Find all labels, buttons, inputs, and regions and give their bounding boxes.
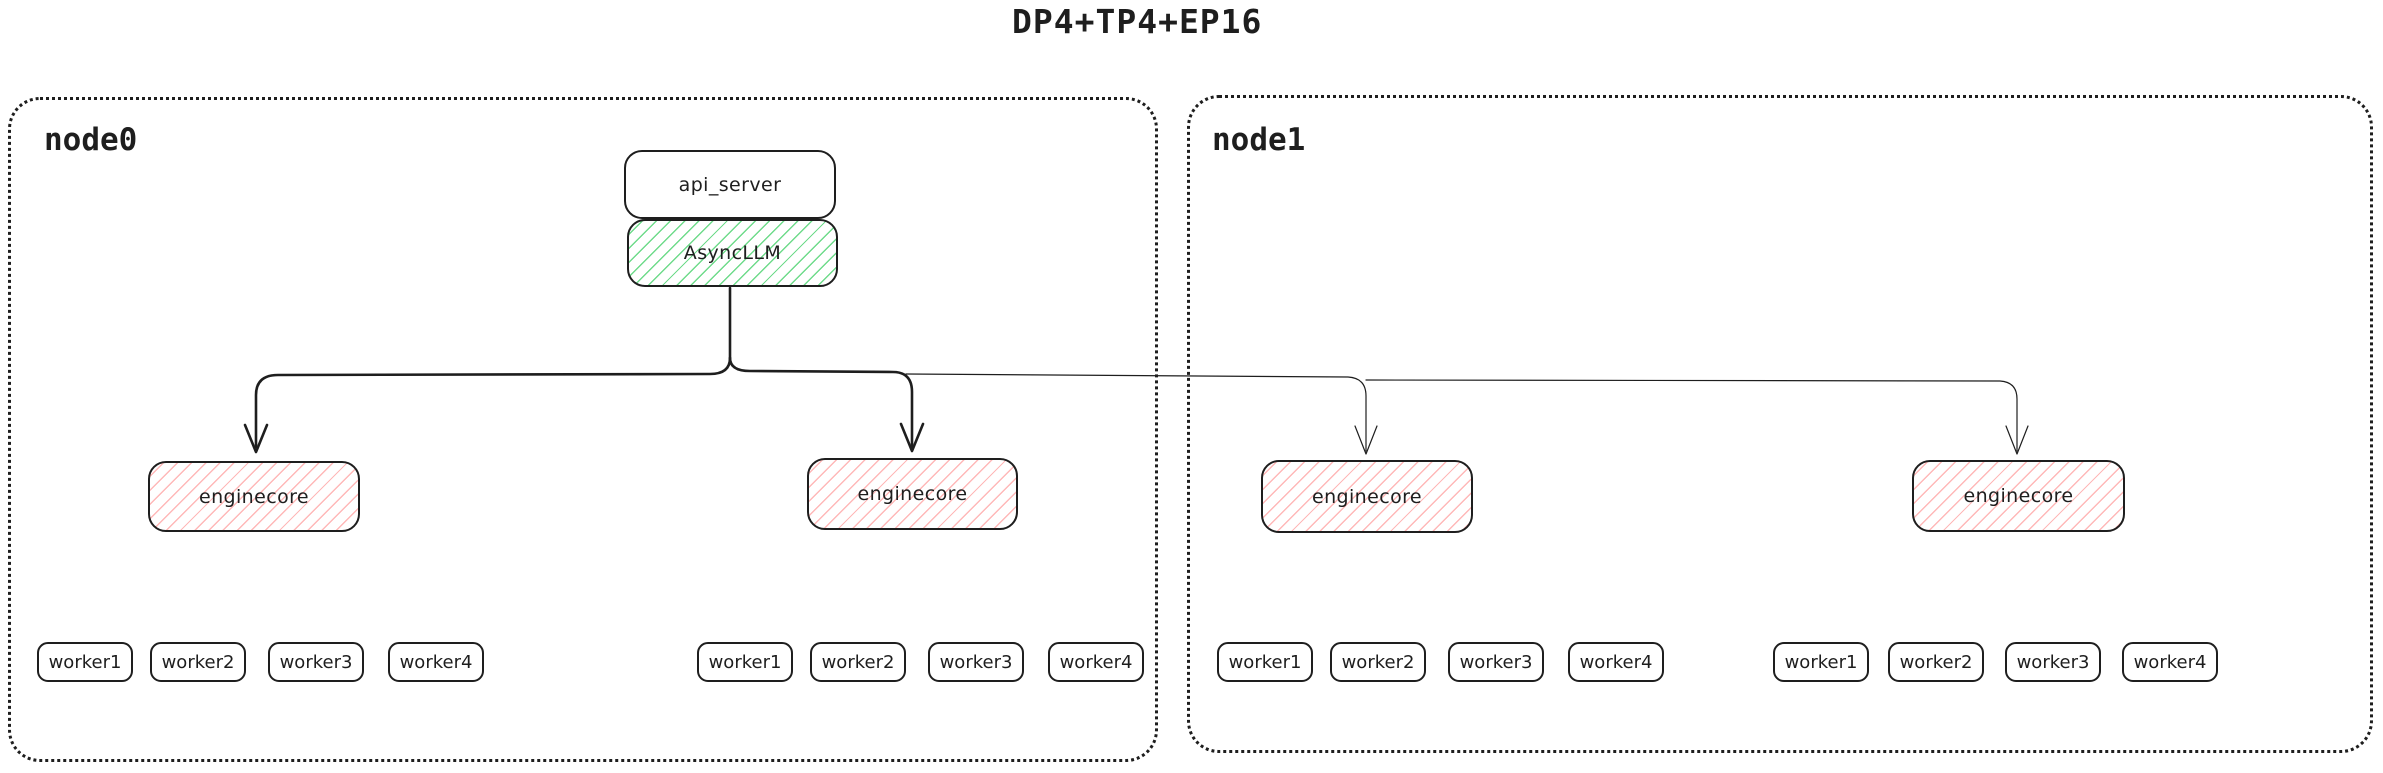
worker-label: worker2 <box>1341 651 1415 673</box>
worker-box: worker4 <box>388 642 484 682</box>
enginecore-box-node0-1: enginecore <box>148 461 360 532</box>
worker-label: worker3 <box>279 651 353 673</box>
enginecore-box-node0-2: enginecore <box>807 458 1018 530</box>
asyncllm-label: AsyncLLM <box>683 242 782 264</box>
node1-container <box>1187 95 2373 753</box>
worker-label: worker2 <box>1899 651 1973 673</box>
worker-box: worker4 <box>1568 642 1664 682</box>
worker-label: worker4 <box>399 651 473 673</box>
worker-label: worker3 <box>939 651 1013 673</box>
worker-label: worker4 <box>1579 651 1653 673</box>
worker-box: worker2 <box>1330 642 1426 682</box>
worker-label: worker2 <box>161 651 235 673</box>
api-server-label: api_server <box>678 173 782 196</box>
worker-box: worker1 <box>1217 642 1313 682</box>
worker-box: worker2 <box>1888 642 1984 682</box>
arrowhead-enginecore-1 <box>243 423 269 454</box>
worker-box: worker3 <box>1448 642 1544 682</box>
node0-label: node0 <box>44 122 138 158</box>
api-server-box: api_server <box>624 150 836 219</box>
worker-box: worker4 <box>2122 642 2218 682</box>
enginecore-box-node1-2: enginecore <box>1912 460 2125 532</box>
worker-label: worker4 <box>1059 651 1133 673</box>
worker-label: worker1 <box>708 651 782 673</box>
enginecore-label: enginecore <box>857 483 968 505</box>
worker-label: worker3 <box>1459 651 1533 673</box>
worker-label: worker4 <box>2133 651 2207 673</box>
worker-box: worker1 <box>37 642 133 682</box>
worker-box: worker3 <box>268 642 364 682</box>
worker-box: worker2 <box>150 642 246 682</box>
connector-to-enginecore-4 <box>1365 379 2018 452</box>
worker-label: worker2 <box>821 651 895 673</box>
node0-container <box>8 97 1158 762</box>
worker-box: worker3 <box>928 642 1024 682</box>
arrowhead-enginecore-2 <box>899 422 925 453</box>
connector-to-enginecore-2 <box>728 356 914 449</box>
enginecore-label: enginecore <box>199 485 309 508</box>
enginecore-label: enginecore <box>1312 485 1422 508</box>
node1-label: node1 <box>1212 122 1306 158</box>
worker-label: worker1 <box>1228 651 1302 673</box>
worker-box: worker2 <box>810 642 906 682</box>
worker-box: worker3 <box>2005 642 2101 682</box>
asyncllm-box: AsyncLLM <box>627 219 838 287</box>
worker-box: worker1 <box>697 642 793 682</box>
arrowhead-enginecore-3 <box>1354 425 1378 455</box>
worker-box: worker1 <box>1773 642 1869 682</box>
worker-box: worker4 <box>1048 642 1144 682</box>
enginecore-label: enginecore <box>1963 485 2074 507</box>
connector-to-enginecore-1 <box>254 356 732 449</box>
arrowhead-enginecore-4 <box>2005 425 2029 455</box>
worker-label: worker1 <box>1784 651 1858 673</box>
connector-to-enginecore-3 <box>905 373 1367 452</box>
enginecore-box-node1-1: enginecore <box>1261 460 1473 533</box>
worker-label: worker3 <box>2016 651 2090 673</box>
worker-label: worker1 <box>48 651 122 673</box>
diagram-title: DP4+TP4+EP16 <box>1012 2 1263 41</box>
